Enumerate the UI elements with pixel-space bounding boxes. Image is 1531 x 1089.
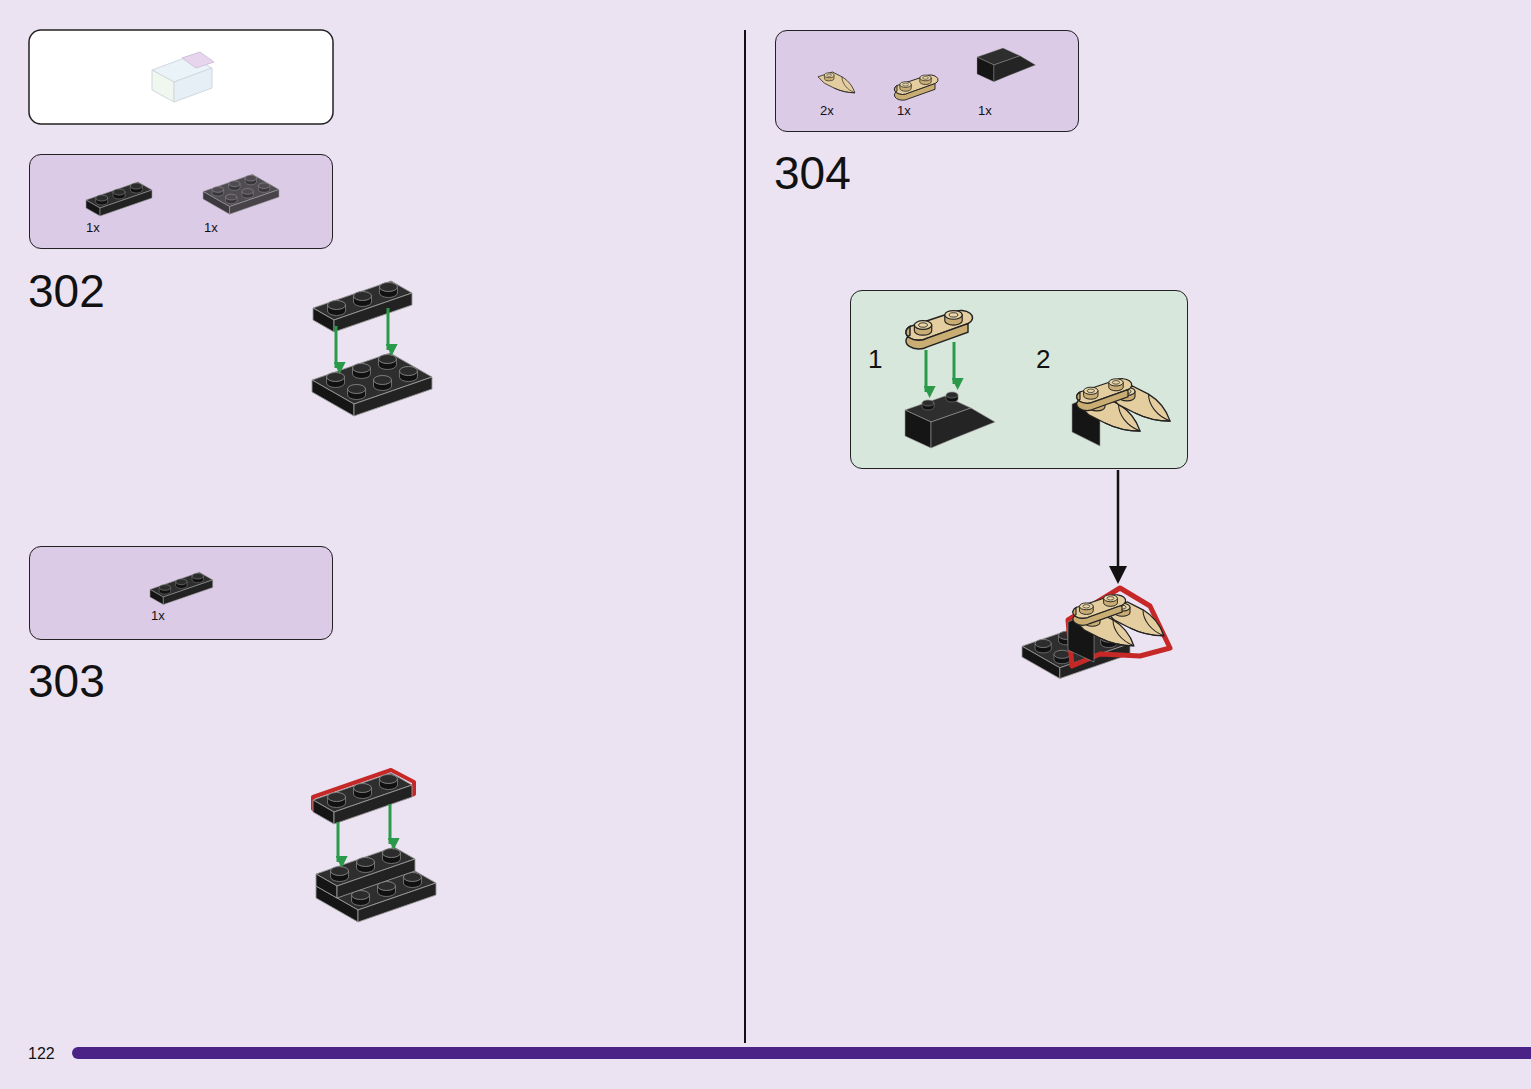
parts-box: 1x 1x	[29, 154, 333, 249]
substep-box: 12	[850, 290, 1188, 469]
page-divider	[744, 30, 746, 1043]
page-number: 122	[28, 1046, 55, 1062]
part-count: 1x	[151, 609, 165, 622]
context-model	[152, 52, 214, 102]
part-count: 1x	[897, 104, 911, 117]
substep-number: 2	[1036, 346, 1050, 372]
substep-number: 1	[868, 346, 882, 372]
part-count: 1x	[204, 221, 218, 234]
parts-box: 1x	[29, 546, 333, 640]
part-count: 1x	[978, 104, 992, 117]
page-bar	[72, 1047, 1531, 1059]
parts-box-fill	[775, 30, 1079, 132]
parts-box: 2x 1x 1x	[775, 30, 1079, 132]
step-number: 304	[774, 150, 851, 196]
substep-box-fill	[850, 290, 1188, 469]
part-count: 2x	[820, 104, 834, 117]
context-box	[29, 30, 333, 124]
step-number: 303	[28, 658, 105, 704]
step-number: 302	[28, 268, 105, 314]
parts-box-fill	[29, 154, 333, 249]
part-count: 1x	[86, 221, 100, 234]
parts-box-fill	[29, 546, 333, 640]
